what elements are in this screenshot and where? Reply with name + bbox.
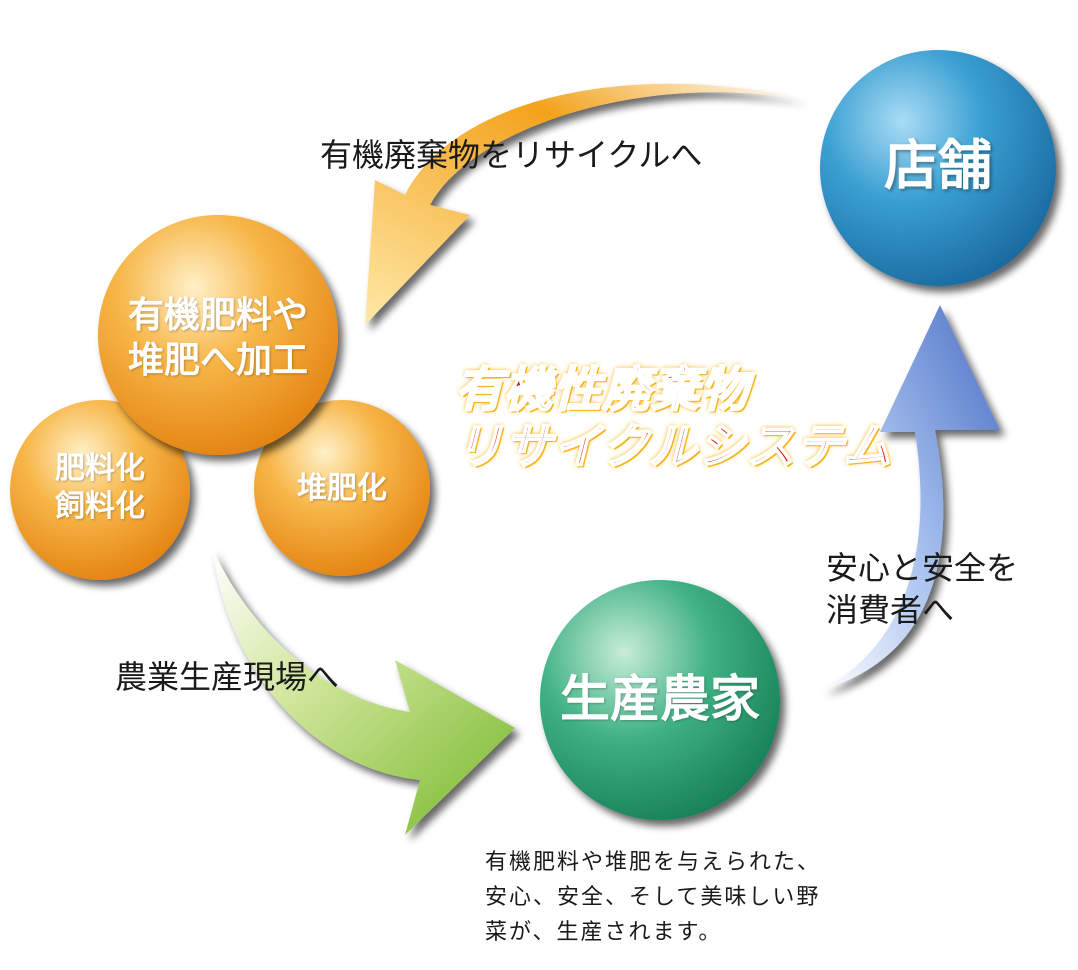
store-label: 店舗 <box>884 134 992 197</box>
feed-label-line-1: 肥料化 <box>55 451 145 486</box>
bottom-note-line-1: 有機肥料や堆肥を与えられた、 <box>485 850 822 875</box>
system-title: 有機性廃棄物 リサイクルシステム <box>454 361 893 476</box>
bottom-note-line-2: 安心、安全、そして美味しい野 <box>485 885 821 911</box>
feed-circle <box>10 400 190 580</box>
feed-label-line-2: 飼料化 <box>55 488 145 524</box>
arrow-farmer-to-store <box>820 305 1000 690</box>
processing-label-line-2: 堆肥へ加工 <box>127 340 308 381</box>
arrow-label-top: 有機廃棄物をリサイクルへ <box>320 136 703 174</box>
arrow-processing-to-farmer <box>212 548 515 835</box>
arrow-store-to-processing <box>365 83 805 326</box>
processing-label: 有機肥料や 堆肥へ加工 <box>100 293 336 383</box>
arrow-label-left: 農業生産現場へ <box>115 658 340 696</box>
system-title-line-2: リサイクルシステム <box>454 418 893 476</box>
feed-label: 肥料化 飼料化 <box>30 450 170 525</box>
arrow-label-right-line-1: 安心と安全を <box>826 549 1019 587</box>
arrow-label-right-line-2: 消費者へ <box>826 590 955 629</box>
processing-circle <box>98 215 338 455</box>
system-title-line-1: 有機性廃棄物 <box>454 361 750 419</box>
store-circle <box>820 50 1056 286</box>
processing-label-line-1: 有機肥料や <box>127 295 308 336</box>
bottom-note-line-3: 菜が、生産されます。 <box>485 920 723 946</box>
bottom-note: 有機肥料や堆肥を与えられた、 安心、安全、そして美味しい野 菜が、生産されます。 <box>485 845 821 951</box>
compost-circle <box>254 400 430 576</box>
farmer-circle <box>540 580 780 820</box>
compost-label: 堆肥化 <box>297 471 387 506</box>
arrow-label-right: 安心と安全を 消費者へ <box>826 548 1018 631</box>
farmer-label: 生産農家 <box>560 670 760 728</box>
